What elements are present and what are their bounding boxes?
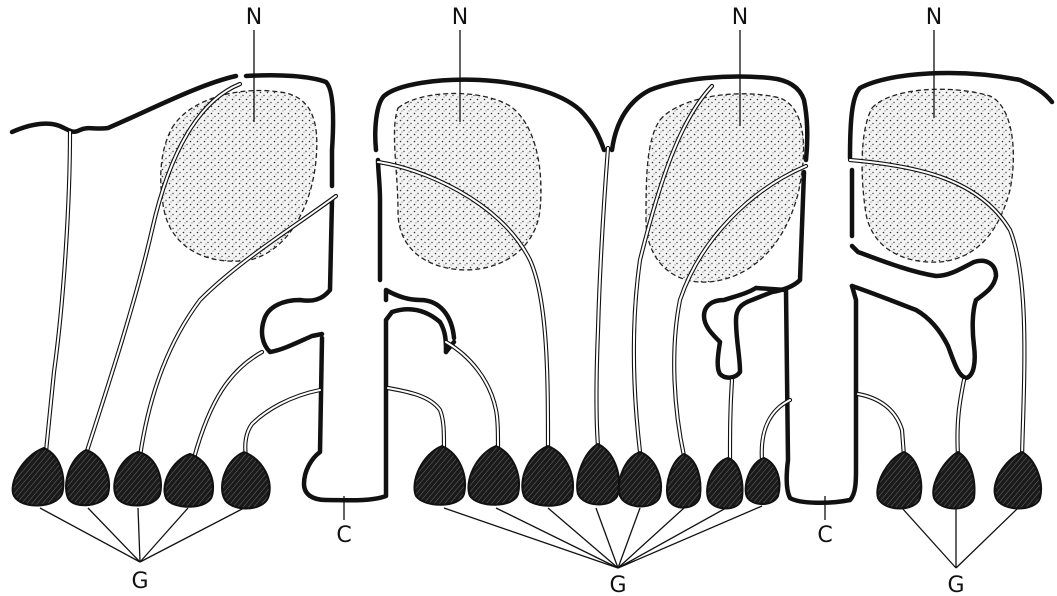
label-nucleus-2: N — [452, 5, 468, 30]
ganglion-cell-1 — [13, 448, 64, 506]
ganglion-cell-13 — [746, 458, 780, 504]
ganglion-cell-15 — [933, 452, 974, 509]
ganglion-cell-5 — [222, 452, 270, 509]
ganglion-cell-3 — [114, 452, 161, 506]
label-ganglion-2: G — [609, 573, 626, 596]
ganglion-cell-6 — [414, 446, 465, 505]
ganglion-cell-10 — [619, 452, 661, 507]
ganglion-cell-9 — [577, 444, 619, 505]
leader-lines-ganglion-3 — [902, 508, 1018, 568]
label-nucleus-3: N — [732, 5, 748, 30]
ganglion-cell-16 — [995, 452, 1041, 509]
leader-lines-ganglion-2 — [444, 506, 762, 568]
label-nucleus-1: N — [246, 5, 262, 30]
ganglion-cell-11 — [667, 454, 701, 508]
label-canal-2: C — [817, 523, 832, 548]
label-nucleus-4: N — [926, 5, 942, 30]
label-ganglion-1: G — [131, 569, 148, 594]
ganglion-cell-14 — [877, 452, 921, 509]
ganglion-cell-4 — [164, 454, 213, 507]
label-ganglion-3: G — [947, 573, 964, 596]
leader-lines-ganglion-1 — [40, 508, 244, 562]
ganglion-cell-8 — [522, 446, 573, 506]
ganglion-cell-7 — [468, 446, 519, 505]
label-canal-1: C — [336, 523, 351, 548]
ganglion-cell-12 — [707, 458, 742, 509]
nucleus-1 — [161, 91, 317, 262]
ganglion-cell-2 — [66, 450, 109, 505]
ganglion-cells — [13, 444, 1041, 509]
nucleus-3 — [646, 94, 804, 282]
